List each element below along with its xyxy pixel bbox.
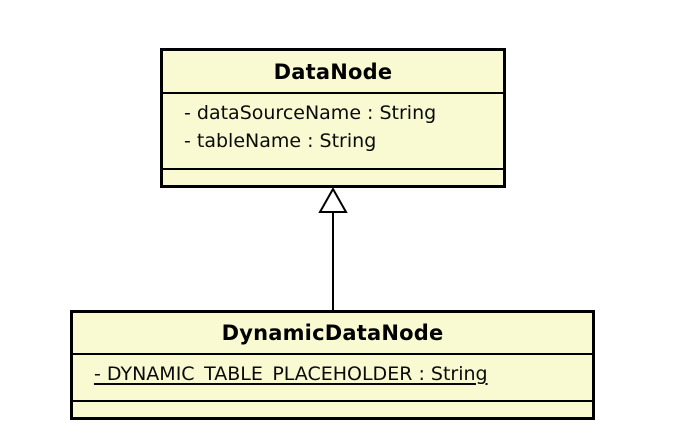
attributes-compartment: - dataSourceName : String - tableName : … (163, 94, 503, 170)
class-name-dynamicdatanode: DynamicDataNode (73, 313, 592, 355)
hollow-triangle-arrowhead-icon (318, 186, 348, 213)
methods-compartment (73, 402, 592, 417)
class-box-dynamicdatanode: DynamicDataNode - DYNAMIC_TABLE_PLACEHOL… (70, 310, 595, 420)
attribute-tablename: - tableName : String (184, 130, 377, 152)
class-name-datanode: DataNode (163, 51, 503, 94)
attribute-dynamic-table-placeholder: - DYNAMIC_TABLE_PLACEHOLDER : String (94, 363, 488, 385)
attribute-datasourcename: - dataSourceName : String (184, 102, 437, 124)
class-box-datanode: DataNode - dataSourceName : String - tab… (160, 48, 506, 188)
methods-compartment (163, 170, 503, 185)
attributes-compartment: - DYNAMIC_TABLE_PLACEHOLDER : String (73, 355, 592, 402)
